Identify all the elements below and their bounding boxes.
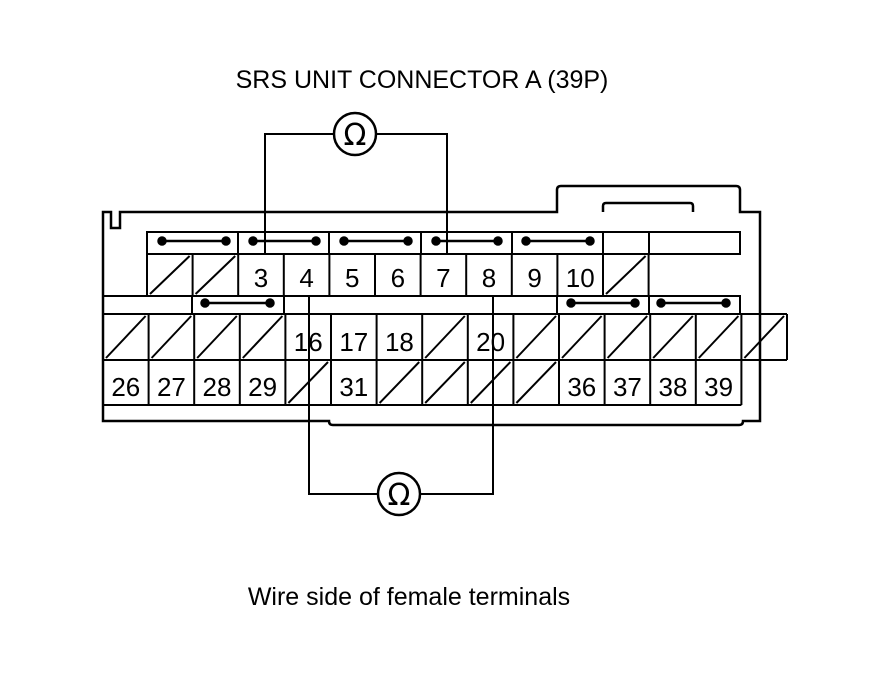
short-bar-end — [403, 236, 413, 246]
ohmmeter-top: Ω — [264, 111, 448, 254]
row1-header — [146, 231, 741, 255]
terminal-39: 39 — [704, 372, 733, 402]
empty-cavity-mark — [515, 361, 557, 404]
short-bar-end — [157, 236, 167, 246]
terminal-26: 26 — [111, 372, 140, 402]
probe-lead-8 — [420, 296, 494, 495]
shorting-links — [157, 236, 731, 308]
short-bar-end — [248, 236, 258, 246]
terminal-9: 9 — [527, 263, 541, 293]
short-bar-end — [566, 298, 576, 308]
terminal-6: 6 — [391, 263, 405, 293]
empty-cavity-mark — [378, 361, 420, 404]
terminal-18: 18 — [385, 327, 414, 357]
empty-cavity-mark — [149, 255, 191, 295]
empty-cavity-mark — [424, 361, 466, 404]
short-bar-end — [431, 236, 441, 246]
empty-cavity-mark — [652, 315, 694, 359]
short-bar-end — [630, 298, 640, 308]
terminal-5: 5 — [345, 263, 359, 293]
terminal-7: 7 — [436, 263, 450, 293]
terminal-3: 3 — [254, 263, 268, 293]
terminal-10: 10 — [566, 263, 595, 293]
empty-cavity-mark — [424, 315, 466, 359]
probe-lead-7 — [376, 133, 448, 254]
terminal-36: 36 — [567, 372, 596, 402]
short-bar-end — [493, 236, 503, 246]
probe-lead-4 — [308, 296, 378, 495]
terminal-37: 37 — [613, 372, 642, 402]
empty-cavity-mark — [606, 315, 648, 359]
short-bar-end — [656, 298, 666, 308]
short-bar-end — [521, 236, 531, 246]
terminal-8: 8 — [482, 263, 496, 293]
terminal-17: 17 — [339, 327, 368, 357]
empty-cavity-mark — [242, 315, 284, 359]
short-bar-end — [221, 236, 231, 246]
terminal-38: 38 — [659, 372, 688, 402]
short-bar-end — [311, 236, 321, 246]
diagram-caption: Wire side of female terminals — [248, 583, 570, 611]
terminal-20: 20 — [476, 327, 505, 357]
empty-cavity-mark — [605, 255, 647, 295]
empty-cavity-mark — [150, 315, 192, 359]
empty-cavity-mark — [105, 315, 147, 359]
empty-cavity-mark — [194, 255, 236, 295]
empty-cavity-mark — [515, 315, 557, 359]
terminal-grid — [102, 231, 788, 406]
ohmmeter-bottom: Ω — [308, 296, 494, 517]
empty-cavity-mark — [470, 361, 512, 404]
ohm-symbol-icon: Ω — [388, 478, 411, 513]
probe-lead-3 — [264, 133, 334, 254]
terminal-29: 29 — [248, 372, 277, 402]
ohm-symbol-icon: Ω — [344, 118, 367, 153]
short-bar-end — [339, 236, 349, 246]
empty-cavity-mark — [561, 315, 603, 359]
empty-cavity-mark — [698, 315, 740, 359]
terminal-28: 28 — [203, 372, 232, 402]
short-bar-end — [585, 236, 595, 246]
connector-housing — [101, 184, 762, 427]
terminal-4: 4 — [299, 263, 313, 293]
short-bar-end — [200, 298, 210, 308]
terminal-31: 31 — [339, 372, 368, 402]
diagram-title: SRS UNIT CONNECTOR A (39P) — [236, 66, 609, 94]
empty-cavity-mark — [743, 315, 785, 359]
terminal-27: 27 — [157, 372, 186, 402]
short-bar-end — [265, 298, 275, 308]
empty-cavity-mark — [196, 315, 238, 359]
ohmmeter-bottom-circle — [376, 471, 422, 517]
ohmmeter-top-circle — [332, 111, 378, 157]
short-bar-end — [721, 298, 731, 308]
row2-header — [102, 295, 741, 315]
